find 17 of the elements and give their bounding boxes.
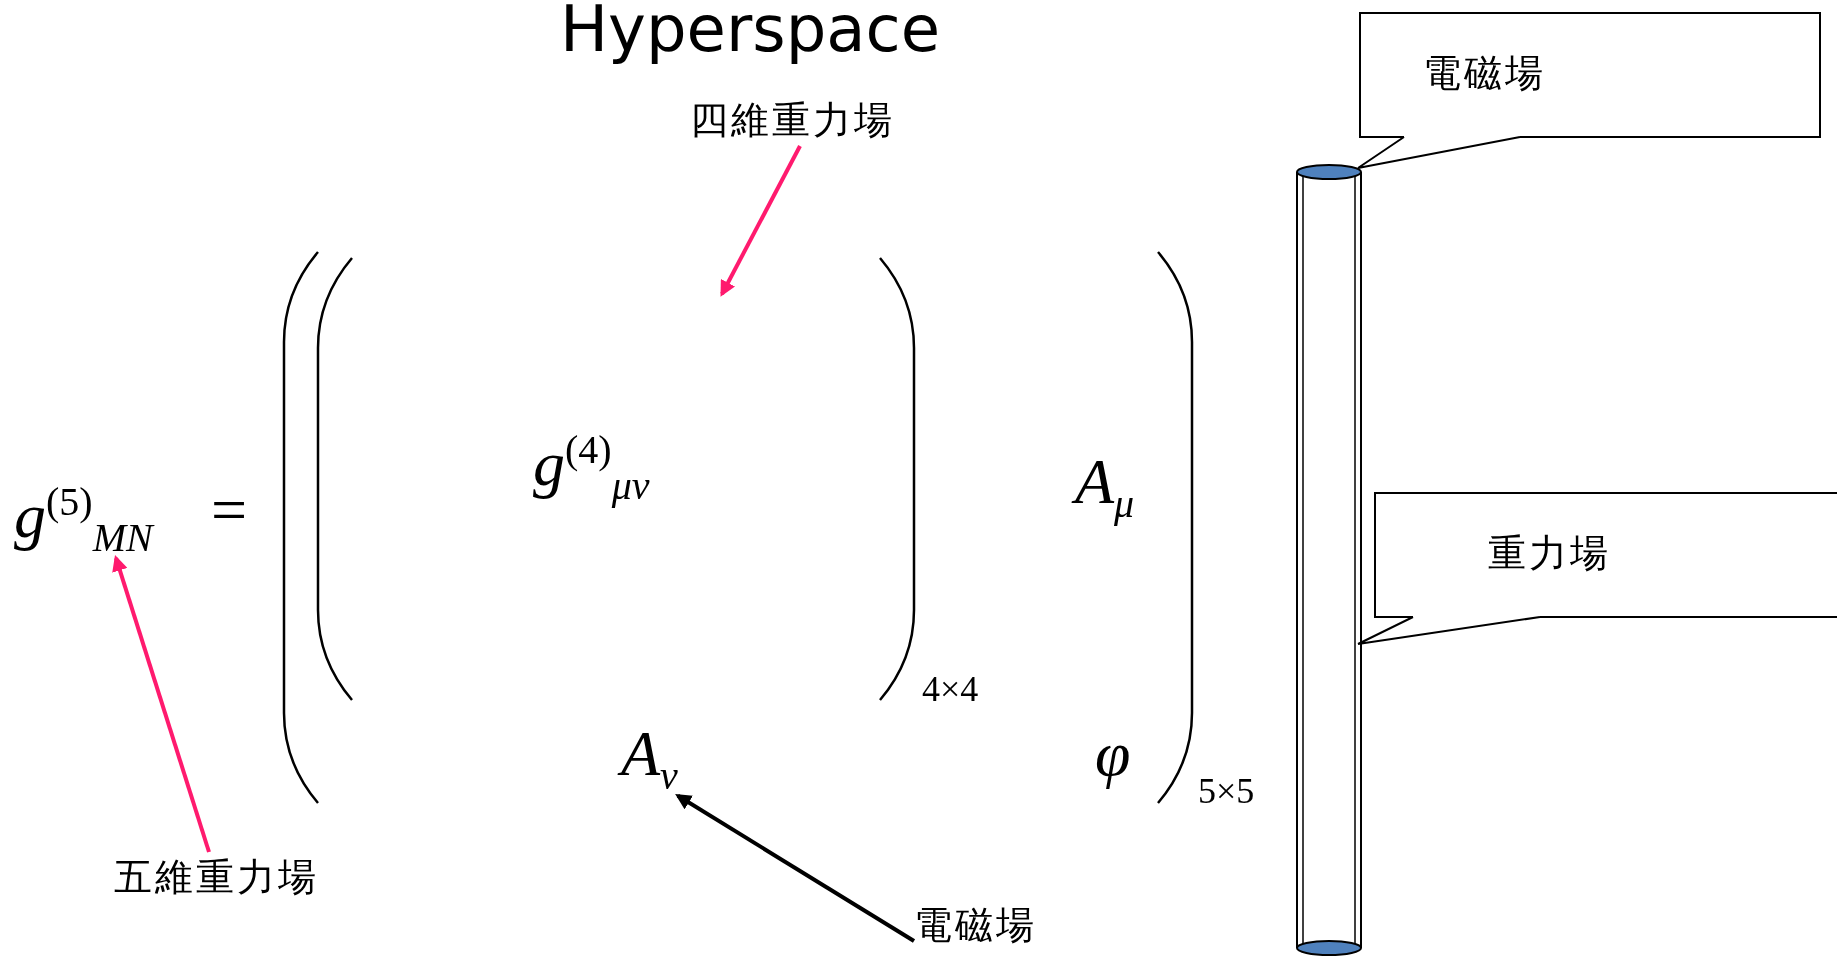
arrow xyxy=(720,145,802,297)
title: Hyperspace xyxy=(558,0,942,66)
callout-pointer xyxy=(1357,136,1521,169)
cylinder-drawing xyxy=(1295,162,1363,958)
equals-sign: = xyxy=(211,478,248,542)
annotation-text: 電磁場 xyxy=(914,900,1037,951)
callout-pointer xyxy=(1357,616,1541,645)
annotation-text: 四維重力場 xyxy=(690,95,895,146)
callout-box xyxy=(1374,492,1837,618)
matrix-size: 5×5 xyxy=(1198,770,1255,812)
callout-text: 重力場 xyxy=(1488,530,1611,577)
arrow xyxy=(112,555,211,853)
callout-text: 電磁場 xyxy=(1423,50,1546,97)
callout-box xyxy=(1359,12,1821,138)
matrix-size: 4×4 xyxy=(922,668,979,710)
annotation-text: 五維重力場 xyxy=(114,852,319,903)
arrow xyxy=(675,794,916,943)
